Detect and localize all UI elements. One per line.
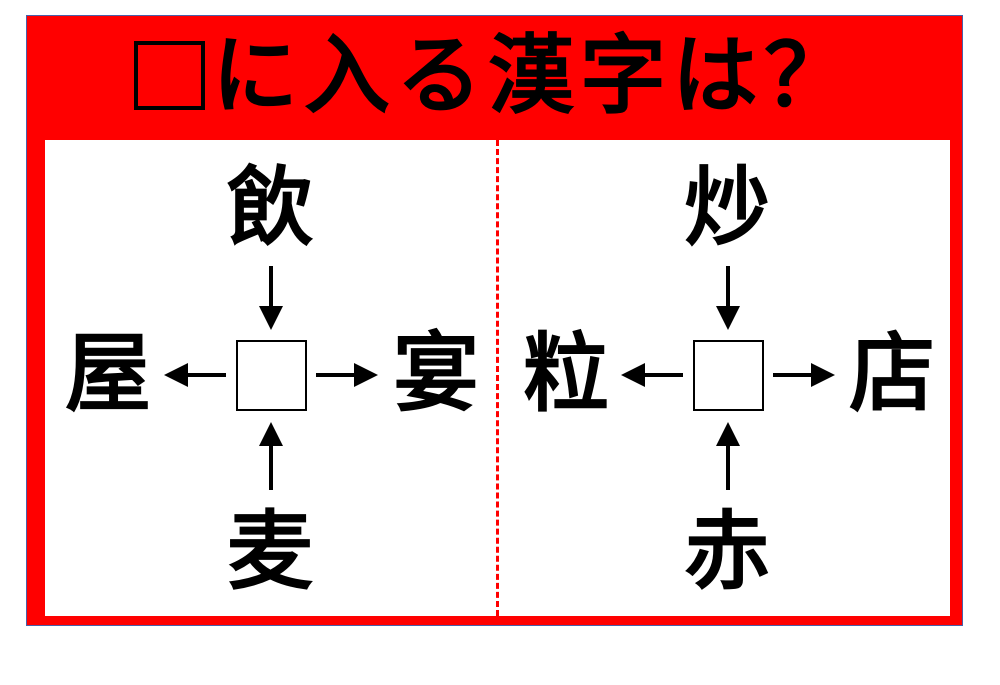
puzzle1-top-kanji: 飲 [227, 158, 313, 258]
puzzle2-bottom-kanji: 赤 [684, 502, 770, 602]
puzzle1-bottom-kanji: 麦 [227, 502, 313, 602]
puzzle2-blank-box [693, 340, 764, 411]
page-title: に入る漢字は？ [212, 26, 856, 126]
puzzle2-left-kanji: 粒 [523, 324, 609, 424]
divider [496, 140, 499, 616]
puzzle1-left-kanji: 屋 [65, 324, 151, 424]
title-blank-box [134, 41, 205, 110]
puzzle2-top-kanji: 炒 [684, 158, 770, 258]
puzzle1-right-kanji: 宴 [393, 324, 479, 424]
puzzle1-blank-box [236, 340, 307, 411]
puzzle2-right-kanji: 店 [849, 324, 935, 424]
